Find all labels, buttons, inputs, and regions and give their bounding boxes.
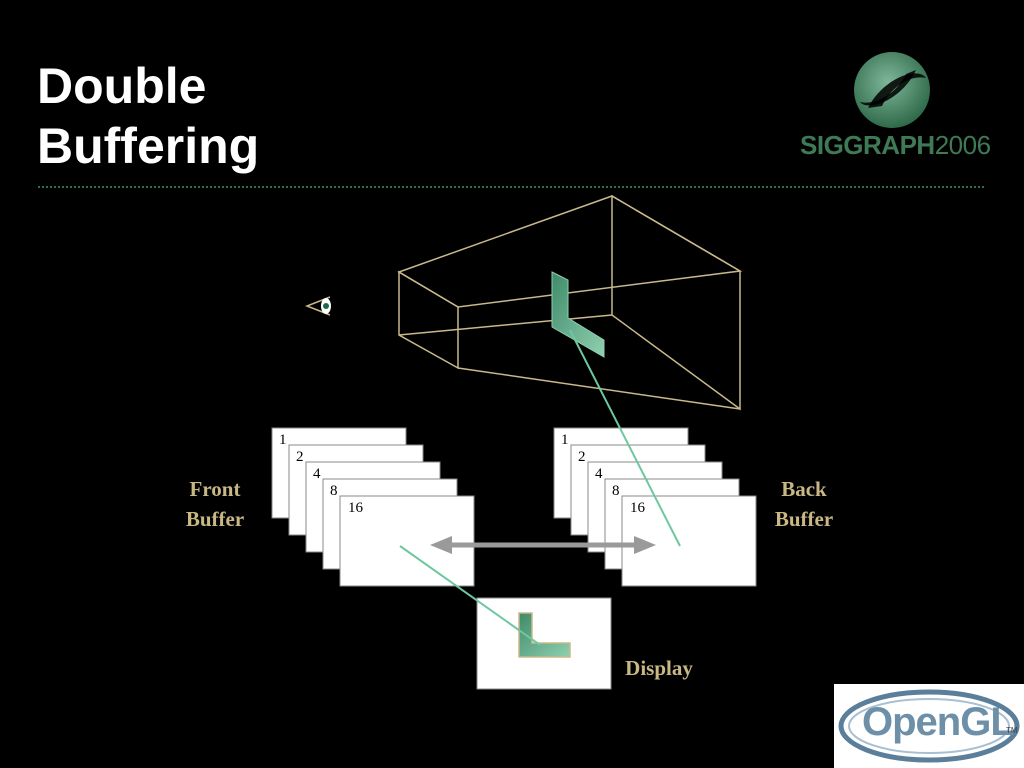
siggraph-wordmark-year: 2006 — [934, 130, 991, 160]
opengl-swoosh-icon — [838, 689, 1020, 763]
opengl-logo — [834, 684, 1024, 768]
front-frame-label: 8 — [330, 483, 338, 499]
front-frame-label: 16 — [348, 500, 364, 516]
siggraph-logo — [854, 52, 930, 128]
eye-icon — [304, 296, 331, 316]
view-frustum — [397, 194, 743, 411]
back-frame-label: 1 — [561, 432, 569, 448]
title-divider — [38, 186, 984, 188]
front-frame-label: 4 — [313, 466, 321, 482]
swap-arrow — [430, 536, 656, 554]
display-screen — [476, 597, 612, 690]
opengl-trademark: TM — [1006, 726, 1018, 735]
title-line-1: Double — [37, 58, 207, 114]
back-frame-label: 16 — [630, 500, 646, 516]
display-output-line — [399, 545, 541, 646]
front-buffer-label: Front Buffer — [170, 474, 260, 534]
back-buffer-stack: 1 2 4 8 16 — [553, 427, 757, 587]
back-buffer-label-line1: Back — [781, 477, 827, 501]
slide-title: Double Buffering — [37, 56, 259, 176]
opengl-wordmark: OpenGL — [862, 700, 1015, 744]
front-frame-label: 2 — [296, 449, 304, 465]
projection-line — [569, 329, 681, 547]
back-buffer-label: Back Buffer — [758, 474, 850, 534]
front-buffer-label-line1: Front — [189, 477, 241, 501]
back-frame-label: 8 — [612, 483, 620, 499]
title-line-2: Buffering — [37, 118, 260, 174]
back-frame-label: 4 — [595, 466, 603, 482]
display-label: Display — [614, 653, 704, 683]
display-label-text: Display — [625, 656, 693, 680]
back-frame-label: 2 — [578, 449, 586, 465]
siggraph-wordmark-bold: SIGGRAPH — [800, 130, 935, 160]
back-buffer-label-line2: Buffer — [774, 507, 834, 531]
front-buffer-label-line2: Buffer — [185, 507, 245, 531]
l-shape-object — [551, 271, 605, 358]
front-buffer-stack: 1 2 4 8 16 — [271, 427, 475, 587]
front-frame-label: 1 — [279, 432, 287, 448]
siggraph-wordmark: SIGGRAPH2006 — [800, 130, 991, 161]
